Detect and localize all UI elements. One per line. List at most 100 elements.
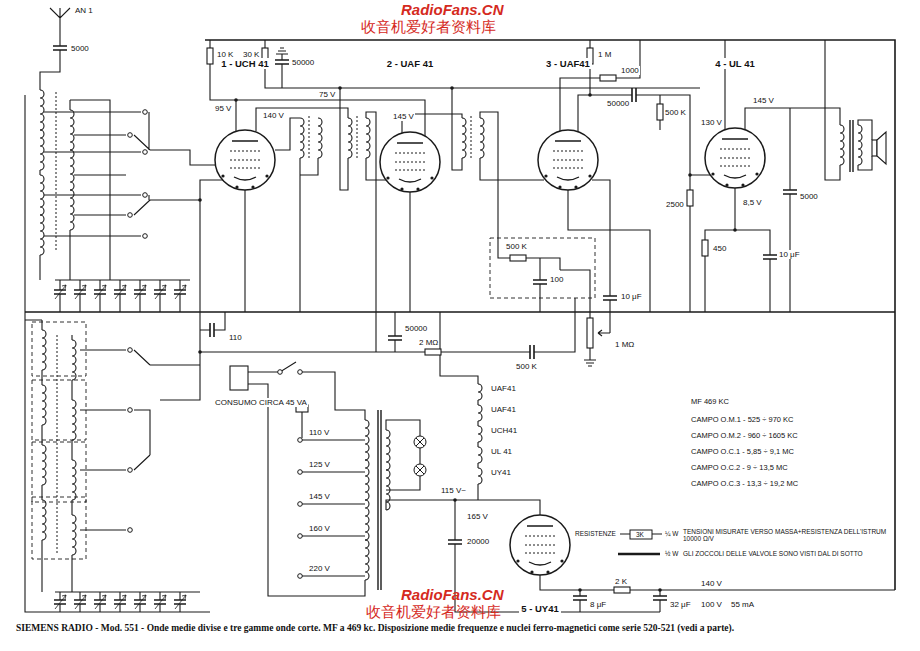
switch-contact: [128, 110, 303, 579]
value-label: 10 μF: [620, 292, 643, 301]
coil-symbol: [72, 400, 76, 440]
coil-symbol: [72, 515, 76, 555]
bus-line: [25, 40, 895, 590]
value-label: 2500: [665, 200, 685, 209]
tube-pin: [251, 185, 254, 188]
switch-contact: [298, 574, 303, 579]
legend-note: RESISTENZE: [574, 530, 617, 537]
capacitor-symbol: [210, 323, 214, 337]
value-label: 50000: [404, 324, 428, 333]
tube-pin: [430, 176, 433, 179]
switch-contact: [128, 213, 133, 218]
coil-symbol: [386, 430, 390, 470]
coil-symbol: [40, 130, 44, 170]
switch-contact: [298, 502, 303, 507]
legend-note: GLI ZOCCOLI DELLE VALVOLE SONO VISTI DAL…: [682, 550, 889, 557]
coil-symbol: [40, 90, 44, 130]
coil-symbol: [478, 384, 482, 400]
band-note: MF 469 KC: [690, 398, 730, 407]
value-label: 165 V: [466, 512, 489, 521]
value-label: 140 V: [262, 111, 285, 120]
tube-pin: [400, 187, 403, 190]
tube-pin: [741, 183, 744, 186]
tube-pin: [725, 183, 728, 186]
resistor-symbol: [207, 48, 708, 593]
value-label: 10 μF: [778, 250, 801, 259]
lamp-symbol: [414, 436, 426, 476]
junction-dot: [234, 98, 238, 102]
coil-symbol: [365, 460, 369, 500]
capacitor-symbol: [763, 255, 777, 259]
tube-pin: [235, 185, 238, 188]
switch-contact: [278, 370, 283, 375]
tube-pin: [530, 570, 533, 573]
ferrite-core: [56, 92, 471, 555]
watermark: 收音机爱好者资料库: [360, 19, 497, 36]
coil-symbol: [365, 420, 369, 460]
watermark: 收音机爱好者资料库: [365, 604, 502, 621]
tube-label: 4 - UL 41: [713, 58, 756, 69]
value-label: 32 μF: [669, 600, 692, 609]
junction-dot: [658, 588, 662, 592]
value-label: UCH41: [490, 426, 518, 435]
capacitor-symbol: [114, 285, 126, 299]
dashed-frame: [490, 238, 595, 298]
watermark: RadioFans.CN: [400, 586, 505, 603]
junction-dot: [688, 173, 692, 177]
coil-symbol: [365, 540, 369, 580]
tube-pin: [711, 172, 714, 175]
resistor-key: [618, 530, 660, 554]
junction-dot: [198, 350, 202, 354]
coil-symbol: [40, 215, 44, 255]
switch-contact: [143, 110, 148, 115]
switch-contact: [298, 470, 303, 475]
value-label: 1 MΩ: [614, 340, 635, 349]
value-label: 1 M: [597, 50, 612, 59]
value-label: 145 V: [308, 492, 331, 501]
tube-label: 1 - UCH 41: [219, 58, 271, 69]
tube-pin: [516, 559, 519, 562]
wire: [25, 8, 895, 612]
legend-note: 3K: [635, 531, 645, 538]
resistor-symbol: [702, 240, 708, 256]
coil-symbol: [462, 118, 466, 158]
value-label: 160 V: [308, 524, 331, 533]
capacitor-symbol: [533, 280, 547, 284]
ground-symbol: [276, 48, 596, 366]
resistor-key: [630, 530, 652, 539]
coil-symbol: [300, 118, 304, 158]
speaker-symbol: [872, 140, 877, 156]
coil-symbol: [42, 385, 46, 425]
tube-pin: [386, 176, 389, 179]
switch-contact: [128, 348, 133, 353]
band-note: CAMPO O.M.2 - 960 ÷ 1605 KC: [690, 432, 799, 441]
legend-note: ½ W: [664, 550, 679, 557]
coil-symbol: [40, 175, 44, 215]
value-label: 50000: [606, 99, 630, 108]
junction-dot: [578, 588, 582, 592]
switch-contact: [298, 534, 303, 539]
value-label: UY41: [490, 468, 512, 477]
coil-symbol: [42, 445, 46, 485]
value-label: 145 V: [392, 112, 415, 121]
value-label: 145 V: [752, 96, 775, 105]
value-label: UAF41: [490, 384, 517, 393]
resistor-symbol: [425, 349, 441, 355]
legend-note: ¼ W: [664, 530, 679, 537]
tube-grid: [395, 153, 425, 170]
ferrite-core: [56, 92, 471, 555]
coil-symbol: [42, 500, 46, 540]
capacitor-symbol: [114, 595, 126, 609]
value-label: 1000: [620, 66, 640, 75]
value-label: 100 V: [700, 600, 723, 609]
capacitor-symbol: [54, 595, 66, 609]
coil-symbol: [386, 470, 390, 510]
switch-contact: [298, 370, 303, 375]
value-label: 110 V: [308, 428, 330, 437]
resistor-symbol: [614, 587, 630, 593]
legend-note: TENSIONI MISURATE VERSO MASSA+RESISTENZA…: [682, 528, 889, 543]
tube-envelope: [215, 130, 275, 190]
coil-symbol: [478, 426, 482, 442]
tube-grid: [525, 536, 555, 553]
